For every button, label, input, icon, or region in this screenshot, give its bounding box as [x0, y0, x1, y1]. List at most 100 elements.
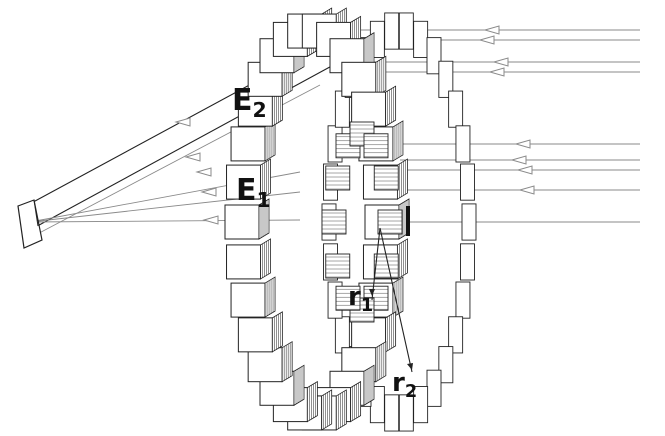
center-marker: [406, 206, 410, 236]
radius-r2-arrowhead: [407, 363, 413, 370]
detector-bar: [17, 199, 43, 249]
incoming-inner-arrow: [518, 185, 535, 195]
e1-arrow: [200, 187, 217, 197]
crystal-front-face: [237, 91, 273, 127]
crystal-side-face: [321, 389, 333, 431]
crystal-side-face: [397, 238, 408, 280]
crystal-side-face: [392, 120, 404, 162]
outer-ring-crystal: [230, 276, 276, 318]
crystal-side-face: [271, 311, 283, 353]
crystal-front-face: [335, 285, 361, 311]
outer-ring-back-slab: [384, 394, 400, 432]
crystal-front-face: [237, 317, 273, 353]
crystal-side-face: [392, 276, 404, 318]
outer-ring-back-slab: [426, 37, 442, 75]
radius-lines: [369, 227, 413, 373]
radius-r1-line: [371, 227, 381, 301]
incoming-outer-arrow: [488, 67, 505, 77]
crystal-front-face: [363, 133, 389, 159]
crystal-side-face: [306, 380, 318, 423]
outer-ring-crystal: [237, 311, 283, 353]
outer-ring-back-slab: [448, 90, 464, 128]
outer-ring-back-slab: [461, 203, 477, 241]
radius-r1-arrowhead: [369, 289, 375, 296]
crystal-side-face: [385, 85, 397, 127]
crystal-side-face: [258, 198, 270, 240]
inner-ring-crystal: [363, 133, 389, 159]
label-r1: r1: [348, 282, 374, 316]
inner-crystal-ring: [321, 121, 410, 323]
crystal-front-face: [230, 126, 266, 162]
outer-ring-crystal: [224, 198, 270, 240]
outer-ring-back-slab: [455, 281, 471, 319]
crystal-side-face: [375, 340, 387, 383]
crystal-front-face: [377, 209, 403, 235]
crystal-front-face: [321, 209, 347, 235]
crystal-side-face: [281, 340, 293, 383]
crystal-front-face: [247, 347, 283, 383]
inner-ring-crystal: [325, 165, 351, 191]
outer-ring-crystal: [230, 120, 276, 162]
detector-face: [17, 199, 43, 249]
inner-ring-crystal: [325, 253, 351, 279]
outer-ring-back-slab: [460, 163, 475, 201]
crystal-front-face: [341, 61, 377, 97]
outer-ring-back-slab: [455, 125, 471, 163]
crystal-front-face: [226, 244, 262, 280]
outer-ring-back-slab: [413, 20, 429, 58]
inner-ring-crystal: [335, 285, 361, 311]
incoming-outer-arrow: [492, 57, 509, 67]
crystal-front-face: [226, 164, 262, 200]
crystal-front-face: [325, 253, 351, 279]
radius-r2-line: [379, 227, 413, 373]
crystal-side-face: [264, 276, 276, 318]
detector-edge: [33, 199, 39, 227]
incoming-outer-arrow: [483, 25, 500, 35]
outer-crystal-ring: [224, 7, 477, 432]
outer-ring-back-slab: [426, 369, 442, 407]
outer-ring-back-slab: [438, 346, 454, 384]
inner-ring-crystal: [321, 209, 347, 235]
outer-ring-crystal: [226, 238, 271, 280]
crystal-front-face: [325, 165, 351, 191]
crystal-side-face: [385, 311, 397, 353]
crystal-side-face: [375, 55, 387, 98]
outer-ring-back-slab: [460, 243, 475, 281]
crystal-side-face: [260, 158, 271, 200]
crystal-side-face: [260, 238, 271, 280]
crystal-side-face: [264, 120, 276, 162]
e1-arrow: [195, 167, 212, 177]
label-e2: E2: [232, 83, 267, 122]
crystal-front-face: [230, 282, 266, 318]
crystal-front-face: [373, 165, 399, 191]
outer-ring-crystal: [341, 55, 387, 98]
incoming-inner-arrow: [514, 139, 531, 149]
label-r2: r2: [392, 368, 418, 402]
crystal-side-face: [293, 364, 305, 406]
crystal-front-face: [224, 204, 260, 240]
inner-ring-crystal: [377, 209, 403, 235]
crystal-side-face: [363, 364, 375, 406]
outer-ring-crystal: [351, 85, 397, 127]
outer-ring-back-slab: [438, 60, 454, 98]
crystal-side-face: [335, 389, 347, 431]
e1-arrow: [202, 215, 219, 225]
crystal-side-face: [350, 380, 362, 423]
outer-ring-crystal: [247, 340, 293, 383]
crystal-side-face: [397, 158, 408, 200]
inner-ring-crystal: [373, 165, 399, 191]
outer-ring-back-slab: [384, 12, 400, 50]
incoming-inner-arrow: [510, 155, 527, 165]
e2-band-lower: [29, 55, 351, 231]
crystal-front-face: [351, 91, 387, 127]
incoming-inner-arrow: [516, 165, 533, 175]
e2-arrow-upper: [174, 117, 191, 127]
incoming-outer-arrow: [478, 35, 495, 45]
outer-ring-back-slab: [398, 394, 414, 432]
outer-ring-back-slab: [448, 316, 464, 354]
outer-ring-back-slab: [398, 12, 414, 50]
e2-arrow-lower: [184, 152, 201, 162]
outer-ring-crystal: [226, 158, 271, 200]
